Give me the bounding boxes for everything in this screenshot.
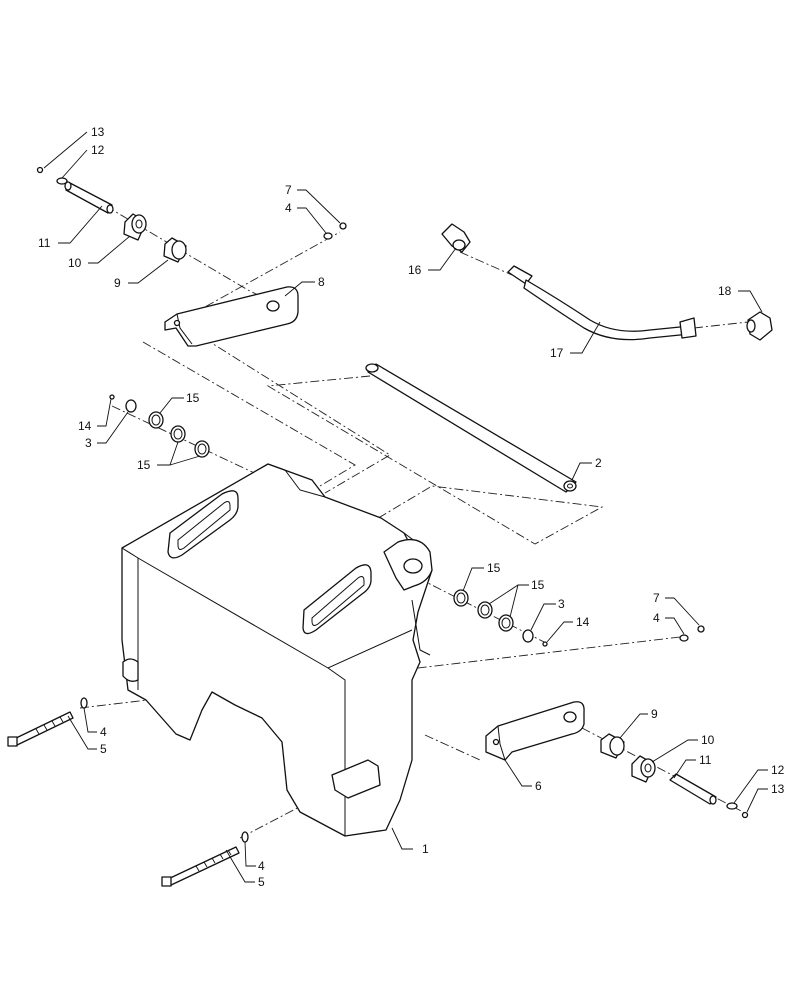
callout-4-bolt-lower: 4 xyxy=(258,859,265,873)
callout-4-upper: 4 xyxy=(285,201,292,215)
callout-13-lower: 13 xyxy=(771,782,785,796)
callout-9-upper: 9 xyxy=(114,276,121,290)
callout-1: 1 xyxy=(422,842,429,856)
counterweight-body xyxy=(121,463,433,837)
callout-12-lower: 12 xyxy=(771,763,785,777)
pivot-pin xyxy=(365,363,577,493)
callout-6: 6 xyxy=(535,779,542,793)
callout-2: 2 xyxy=(595,456,602,470)
callout-15-right-top: 15 xyxy=(487,561,501,575)
callout-4-bolt-upper: 4 xyxy=(100,725,107,739)
callout-5-bolt-lower: 5 xyxy=(258,875,265,889)
upper-pin-assembly xyxy=(36,166,347,263)
callout-16: 16 xyxy=(408,263,422,277)
callout-15-right-bottom: 15 xyxy=(531,578,545,592)
callout-17: 17 xyxy=(550,346,564,360)
callout-18: 18 xyxy=(718,284,732,298)
callout-9-lower: 9 xyxy=(651,707,658,721)
callout-10-lower: 10 xyxy=(701,733,715,747)
leader-lines xyxy=(43,131,768,883)
retaining-rings xyxy=(109,394,548,647)
callout-14-right: 14 xyxy=(576,615,590,629)
callout-7-upper: 7 xyxy=(285,183,292,197)
hose-assembly xyxy=(441,223,773,341)
callout-14-left: 14 xyxy=(78,419,92,433)
bracket-lower xyxy=(485,701,585,761)
bracket-upper xyxy=(164,286,299,347)
callout-labels: 13 12 11 10 9 7 4 8 16 18 17 14 3 15 15 … xyxy=(38,125,785,889)
callout-10-upper: 10 xyxy=(68,256,82,270)
mounting-bolts xyxy=(7,697,249,887)
callout-7-lower: 7 xyxy=(653,591,660,605)
callout-4-lower: 4 xyxy=(653,611,660,625)
callout-13-upper: 13 xyxy=(91,125,105,139)
callout-11-lower: 11 xyxy=(699,753,712,767)
callout-5-bolt-upper: 5 xyxy=(100,742,107,756)
callout-11-upper: 11 xyxy=(38,236,51,250)
callout-3-right: 3 xyxy=(558,597,565,611)
callout-3-left: 3 xyxy=(85,436,92,450)
callout-15-left-bottom: 15 xyxy=(137,458,151,472)
lower-pin-assembly xyxy=(600,625,749,819)
callout-8: 8 xyxy=(318,275,325,289)
callout-12-upper: 12 xyxy=(91,143,105,157)
callout-15-left-top: 15 xyxy=(186,391,200,405)
